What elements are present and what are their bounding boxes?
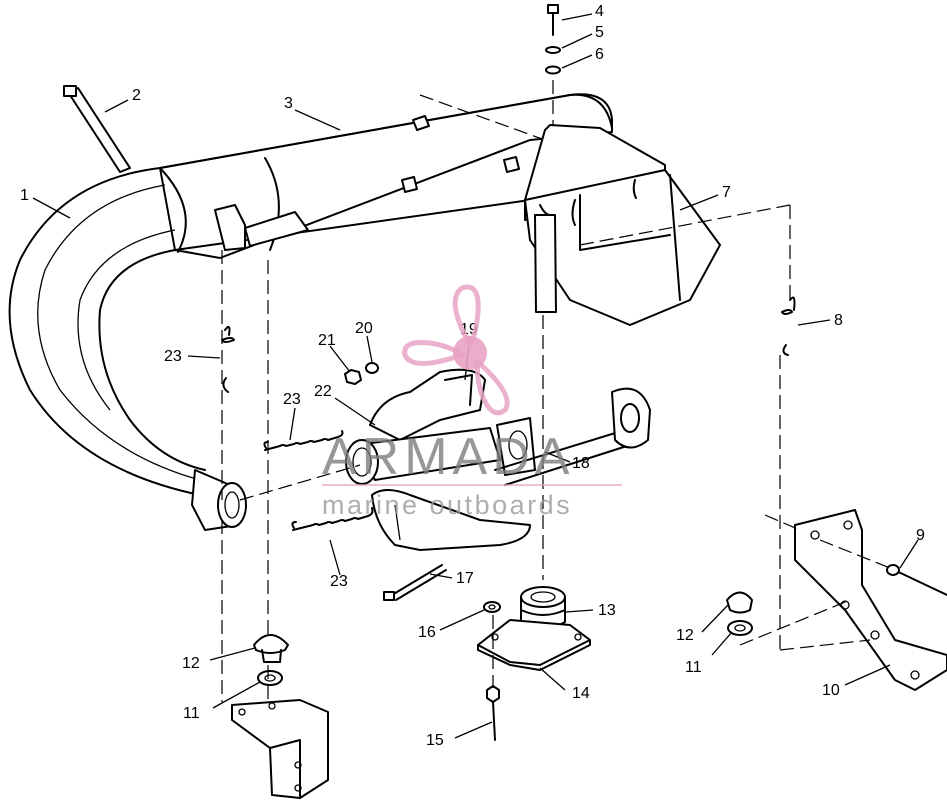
callout-1: 1 <box>20 187 29 204</box>
callout-5: 5 <box>595 24 604 41</box>
part-15-screw <box>486 685 500 741</box>
part-11-washer-left <box>257 670 283 686</box>
part-18-flange-tube <box>494 387 651 486</box>
callout-22: 22 <box>314 383 332 400</box>
callout-23-middle: 23 <box>283 391 301 408</box>
part-23-spring-middle <box>263 430 344 451</box>
part-23-spring-left <box>221 325 235 393</box>
callout-4: 4 <box>595 3 604 20</box>
callout-3: 3 <box>284 95 293 112</box>
callout-14: 14 <box>572 685 590 702</box>
propeller-logo-icon <box>402 284 510 416</box>
part-17-stud <box>383 564 447 601</box>
callout-23-left: 23 <box>164 348 182 365</box>
callout-16: 16 <box>418 624 436 641</box>
callout-21: 21 <box>318 332 336 349</box>
part-23-spring-lower <box>291 507 374 531</box>
part-1-exhaust-pipe <box>8 167 247 531</box>
callout-8: 8 <box>834 312 843 329</box>
armada-watermark: ARMADA marine outboards <box>322 284 622 520</box>
part-11-washer-right <box>727 620 753 636</box>
watermark-brand: ARMADA <box>322 428 574 486</box>
callout-2: 2 <box>132 87 141 104</box>
part-7-muffler <box>524 124 721 326</box>
part-12-grommet-left <box>253 634 289 663</box>
part-16-washer <box>483 601 501 613</box>
callout-10: 10 <box>822 682 840 699</box>
part-10-right-bracket <box>794 509 947 691</box>
callout-12-left: 12 <box>182 655 200 672</box>
callout-13: 13 <box>598 602 616 619</box>
callout-20: 20 <box>355 320 373 337</box>
callout-labels: 1 2 3 4 5 6 7 8 9 10 11 12 12 11 13 14 1… <box>20 3 925 749</box>
part-9-rod <box>886 564 947 596</box>
callout-18: 18 <box>572 455 590 472</box>
part-4-bolt <box>547 4 559 36</box>
callout-12-right: 12 <box>676 627 694 644</box>
part-3-silencer-tube <box>159 93 613 259</box>
callout-9: 9 <box>916 527 925 544</box>
callout-17: 17 <box>456 570 474 587</box>
part-19-manifold-upper <box>369 368 486 441</box>
callout-7: 7 <box>722 184 731 201</box>
callout-11-right: 11 <box>685 659 702 676</box>
alignment-lines <box>221 80 891 705</box>
part-14-mounting-plate <box>477 619 591 671</box>
callout-23-lower: 23 <box>330 573 348 590</box>
leader-lines <box>32 13 919 739</box>
callout-15: 15 <box>426 732 444 749</box>
watermark-tagline: marine outboards <box>322 490 572 520</box>
part-20-washer <box>365 362 379 374</box>
left-support-bracket <box>231 699 329 799</box>
part-manifold-lower-shield <box>371 489 531 551</box>
part-5-washer <box>545 46 561 54</box>
part-2-strap <box>63 85 131 173</box>
part-12-grommet-right <box>726 591 753 614</box>
part-21-nut <box>344 369 362 385</box>
callout-11-left: 11 <box>183 705 200 722</box>
part-8-spring <box>781 296 796 356</box>
part-6-lock-washer <box>545 65 561 75</box>
callout-6: 6 <box>595 46 604 63</box>
